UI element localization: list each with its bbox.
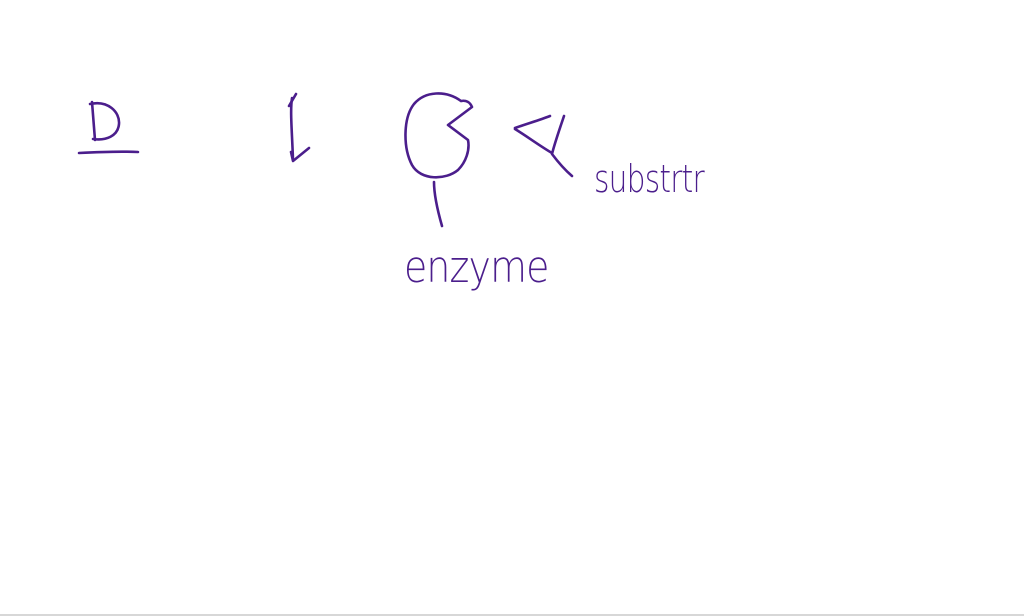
substrate-wedge-cross (550, 114, 574, 178)
enzyme-label: enzyme (404, 242, 549, 293)
substrate-wedge-upper (513, 114, 552, 130)
arrow-top-hook (287, 92, 298, 108)
letter-d-underline (77, 150, 140, 155)
arrow-head (289, 146, 311, 163)
letter-d-bowl (88, 101, 121, 141)
enzyme-pointer-line (432, 180, 444, 228)
substrate-wedge-lower (513, 127, 554, 155)
substrate-wedge-shape (513, 114, 574, 178)
arrow-shaft (289, 96, 295, 162)
substrate-label: substrtr (594, 157, 705, 201)
down-arrow-icon (287, 92, 311, 163)
letter-d-stem (90, 100, 97, 142)
enzyme-shape (404, 92, 474, 228)
handwritten-letter-d (77, 100, 140, 155)
enzyme-outline (404, 92, 474, 179)
canvas-bottom-border (0, 614, 1024, 616)
